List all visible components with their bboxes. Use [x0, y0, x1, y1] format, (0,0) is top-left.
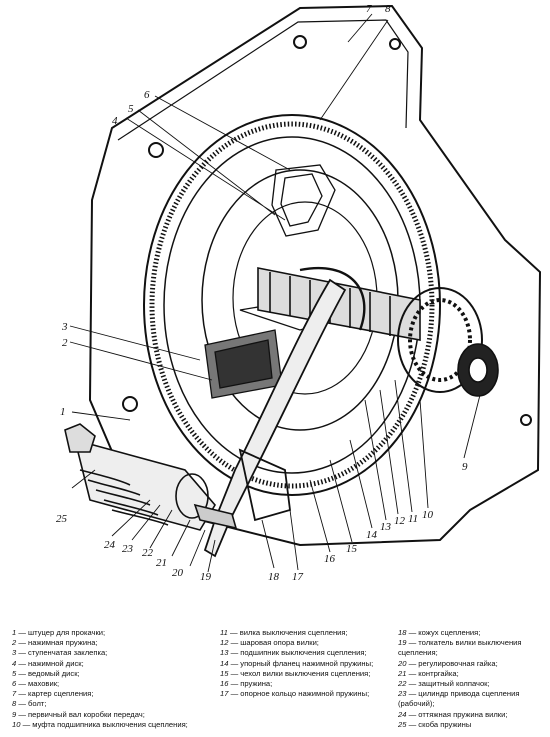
- legend-entry: 9 — первичный вал коробки передач;: [12, 709, 145, 719]
- legend-entry: 1 — штуцер для прокачки;: [12, 628, 106, 637]
- legend-entry: 3 — ступенчатая заклепка;: [12, 648, 108, 658]
- legend-entry: 2 — нажимная пружина;: [12, 638, 98, 648]
- callout-7: 7: [366, 3, 372, 15]
- clutch-housing: [88, 4, 542, 547]
- callout-8: 8: [385, 3, 391, 15]
- callout-25: 25: [56, 513, 68, 525]
- clutch-assembly-drawing: 7 8 6 5 4 3 2 1 25 24 23 22 21 20 19 18 …: [56, 3, 542, 583]
- legend-entry: 17 — опорное кольцо нажимной пружины;: [220, 689, 370, 699]
- slave-cylinder: [64, 423, 238, 531]
- callout-9: 9: [462, 461, 468, 473]
- legend-entry: 24 — оттяжная пружина вилки;: [398, 709, 508, 719]
- legend-entry: 20 — регулировочная гайка;: [398, 658, 498, 668]
- legend-entry: 16 — пружина;: [220, 679, 273, 689]
- callout-19: 19: [200, 571, 212, 583]
- legend-entry: 11 — вилка выключения сцепления;: [220, 628, 348, 637]
- legend-entry: 22 — защитный колпачок;: [398, 679, 490, 689]
- legend-entry: 14 — упорный фланец нажимной пружины;: [220, 658, 374, 668]
- legend-entry: 13 — подшипник выключения сцепления;: [220, 648, 367, 658]
- legend-column-2: 11 — вилка выключения сцепления; 12 — ша…: [220, 628, 394, 699]
- callout-3: 3: [61, 321, 68, 333]
- callout-5: 5: [128, 103, 134, 115]
- parts-legend: 1 — штуцер для прокачки; 2 — нажимная пр…: [0, 628, 550, 734]
- callout-24: 24: [104, 539, 116, 551]
- legend-column-3: 18 — кожух сцепления; 19 — толкатель вил…: [398, 628, 548, 730]
- legend-entry: 23 — цилиндр привода сцепления (рабочий)…: [398, 689, 520, 709]
- callout-1: 1: [60, 406, 66, 418]
- legend-entry: 15 — чехол вилки выключения сцепления;: [220, 668, 371, 678]
- callout-labels: 7 8 6 5 4 3 2 1 25 24 23 22 21 20 19 18 …: [56, 3, 468, 583]
- callout-13: 13: [380, 521, 392, 533]
- callout-10: 10: [422, 509, 434, 521]
- legend-entry: 10 — муфта подшипника выключения сцеплен…: [12, 719, 188, 729]
- legend-entry: 21 — контргайка;: [398, 668, 459, 678]
- callout-4: 4: [112, 115, 118, 127]
- callout-11: 11: [408, 513, 418, 525]
- legend-entry: 25 — скоба пружины: [398, 719, 472, 729]
- callout-6: 6: [144, 89, 150, 101]
- callout-17: 17: [292, 571, 304, 583]
- callout-21: 21: [156, 557, 167, 569]
- legend-entry: 12 — шаровая опора вилки;: [220, 638, 319, 648]
- legend-entry: 5 — ведомый диск;: [12, 668, 80, 678]
- legend-entry: 18 — кожух сцепления;: [398, 628, 481, 637]
- callout-18: 18: [268, 571, 280, 583]
- callout-23: 23: [122, 543, 134, 555]
- legend-entry: 19 — толкатель вилки выключения сцеплени…: [398, 638, 522, 658]
- callout-20: 20: [172, 567, 184, 579]
- callout-14: 14: [366, 529, 378, 541]
- callout-22: 22: [142, 547, 154, 559]
- callout-12: 12: [394, 515, 406, 527]
- callout-15: 15: [346, 543, 358, 555]
- legend-entry: 6 — маховик;: [12, 679, 60, 689]
- legend-entry: 7 — картер сцепления;: [12, 689, 94, 699]
- legend-column-1: 1 — штуцер для прокачки; 2 — нажимная пр…: [12, 628, 210, 730]
- leader-lines: [69, 13, 481, 573]
- input-shaft: [257, 267, 499, 397]
- callout-2: 2: [62, 337, 68, 349]
- callout-16: 16: [324, 553, 336, 565]
- legend-entry: 4 — нажимной диск;: [12, 658, 84, 668]
- legend-entry: 8 — болт;: [12, 699, 47, 709]
